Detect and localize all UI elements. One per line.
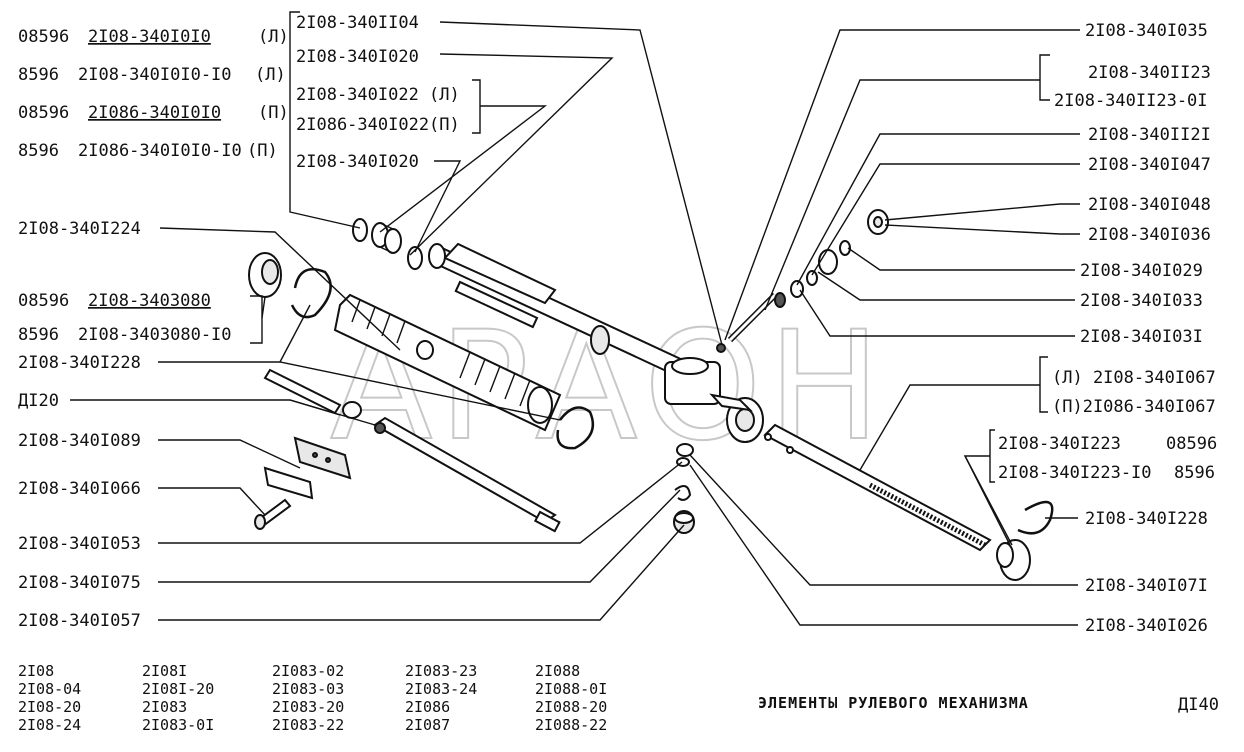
right-boot [996, 539, 1031, 581]
label-prefix: 08596 [18, 103, 69, 123]
label-part-number: 2I08-340I07I [1085, 576, 1208, 596]
label-part-number: 2I08-340I0I0-I0 [78, 65, 232, 85]
spring-075 [674, 485, 692, 501]
label-bolt: 2I08-340I066 [18, 479, 141, 499]
label-prefix: 08596 [18, 291, 69, 311]
label-part-number: 2I08-340II23-0I [1054, 91, 1208, 111]
label-part-number: 2I08-340I033 [1080, 291, 1203, 311]
label-clamp: 2I08-340I228 [18, 353, 141, 373]
model-code: 2I083-02 [272, 662, 344, 680]
rack-housing [428, 242, 702, 384]
model-code: 2I08 [18, 662, 54, 680]
model-code: 2I08-24 [18, 716, 81, 734]
model-code: 2I083-22 [272, 716, 344, 734]
label-prefix: 8596 [18, 141, 59, 161]
label-prefix: 8596 [18, 65, 59, 85]
part-071 [676, 443, 694, 457]
washer-plate [263, 466, 314, 500]
label-part-number: 2I08-340I0I0 [88, 27, 211, 47]
label-prefix: 08596 [1166, 434, 1217, 454]
label-part-number: 2I08-340I048 [1088, 195, 1211, 215]
model-code: 2I088-20 [535, 698, 607, 716]
label-part-number: 2I086-340I0I0-I0 [78, 141, 242, 161]
label-nut: 2I08-340I057 [18, 611, 141, 631]
label-part-number: 2I08-340I223 [998, 434, 1121, 454]
nut-057 [673, 510, 695, 534]
label-side: (Л) [258, 27, 289, 47]
label-ring: 2I08-340I053 [18, 534, 141, 554]
left-mid-labels: 2I08-340I224 08596 2I08-3403080 8596 2I0… [18, 219, 232, 631]
model-code: 2I088 [535, 662, 580, 680]
left-top-group: 2I08-340II04 2I08-340I020 2I08-340I022 (… [296, 13, 460, 172]
right-labels: 2I08-340I035 2I08-340II23 2I08-340II23-0… [998, 21, 1217, 636]
label-plate: 2I08-340I089 [18, 431, 141, 451]
bushing-022 [371, 222, 402, 254]
model-code: 2I083-0I [142, 716, 214, 734]
tie-rod [263, 368, 561, 533]
label-part-number: 2I08-340I022 (Л) [296, 85, 460, 105]
model-code: 2I083 [142, 698, 187, 716]
label-side: (П) [247, 141, 278, 161]
label-prefix: 8596 [18, 325, 59, 345]
label-part-number: 2I08-340I03I [1080, 327, 1203, 347]
label-part-number: 2I08-340I029 [1080, 261, 1203, 281]
ring-020-b [407, 246, 423, 270]
model-code: 2I083-20 [272, 698, 344, 716]
label-part-number: 2I086-340I022(П) [296, 115, 460, 135]
label-part-number: 2I08-340I228 [1085, 509, 1208, 529]
label-part-number: 2I086-340I0I0 [88, 103, 221, 123]
label-part-number: (Л) 2I08-340I067 [1052, 368, 1216, 388]
label-part-number: 2I08-340I026 [1085, 616, 1208, 636]
label-part-number: 2I08-340I036 [1088, 225, 1211, 245]
label-part-number: 2I08-340I223-I0 [998, 463, 1152, 483]
diagram-code: ДI40 [1178, 695, 1219, 715]
gear-housing [664, 357, 764, 443]
label-part-number: 2I08-340II23 [1088, 63, 1211, 83]
model-code: 2I08I-20 [142, 680, 214, 698]
models-list: 2I08 2I08-04 2I08-20 2I08-24 2I08I 2I08I… [18, 662, 607, 734]
model-code: 2I08-20 [18, 698, 81, 716]
label-boot: 2I08-340I224 [18, 219, 141, 239]
bolt [254, 498, 292, 530]
label-part-number: 2I08-340II2I [1088, 125, 1211, 145]
left-clamp [290, 268, 332, 319]
model-code: 2I08-04 [18, 680, 81, 698]
label-side: (П) [258, 103, 289, 123]
model-code: 2I08I [142, 662, 187, 680]
parts-drawing [248, 209, 1054, 581]
model-code: 2I088-22 [535, 716, 607, 734]
label-prefix: 08596 [18, 27, 69, 47]
lock-plate [293, 436, 352, 480]
label-spring: 2I08-340I075 [18, 573, 141, 593]
leader-lines [70, 11, 1080, 626]
label-part-number: (П)2I086-340I067 [1052, 397, 1216, 417]
left-support [248, 252, 282, 298]
label-part-number: 2I08-340II04 [296, 13, 419, 33]
label-di20: ДI20 [18, 391, 59, 411]
rack [763, 423, 992, 552]
left-labels: 08596 2I08-340I0I0 (Л) 8596 2I08-340I0I0… [18, 27, 289, 161]
boot-clamp [556, 406, 595, 450]
model-code: 2I083-23 [405, 662, 477, 680]
label-side: (Л) [255, 65, 286, 85]
model-code: 2I086 [405, 698, 450, 716]
model-code: 2I083-24 [405, 680, 477, 698]
label-support: 2I08-3403080-I0 [78, 325, 232, 345]
label-support: 2I08-3403080 [88, 291, 211, 311]
label-part-number: 2I08-340I020 [296, 152, 419, 172]
label-prefix: 8596 [1174, 463, 1215, 483]
model-code: 2I087 [405, 716, 450, 734]
ring-020-a [352, 218, 368, 242]
right-clamp [1017, 500, 1054, 535]
label-part-number: 2I08-340I047 [1088, 155, 1211, 175]
label-part-number: 2I08-340I020 [296, 47, 419, 67]
diagram-title: ЭЛЕМЕНТЫ РУЛЕВОГО МЕХАНИЗМА [758, 694, 1029, 712]
model-code: 2I088-0I [535, 680, 607, 698]
label-part-number: 2I08-340I035 [1085, 21, 1208, 41]
model-code: 2I083-03 [272, 680, 344, 698]
